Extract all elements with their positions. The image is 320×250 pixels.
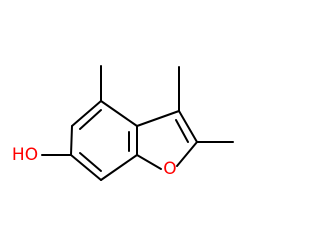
structure-canvas: O HO: [11, 65, 234, 181]
bond-c6-c7: [70, 154, 102, 181]
bond-c3a-c3: [136, 110, 180, 127]
benzofuran-structure: O HO: [12, 65, 234, 181]
bond-c7-c7a: [100, 154, 138, 181]
bond-c3a-c4: [100, 100, 138, 127]
ring-oxygen-label: O: [163, 159, 176, 179]
bond-c5-c6: [70, 125, 73, 156]
inner-double-bond-c3-c2: [175, 119, 189, 143]
inner-double-bond-c6-c7: [79, 152, 102, 172]
bond-o-c7a: [136, 154, 162, 170]
inner-double-bond-c4-c5: [79, 109, 102, 130]
bond-c3-c2: [178, 110, 198, 143]
hydroxyl-label: HO: [12, 145, 38, 165]
bond-c2-o: [176, 141, 198, 167]
bond-c4-c5: [71, 100, 102, 127]
